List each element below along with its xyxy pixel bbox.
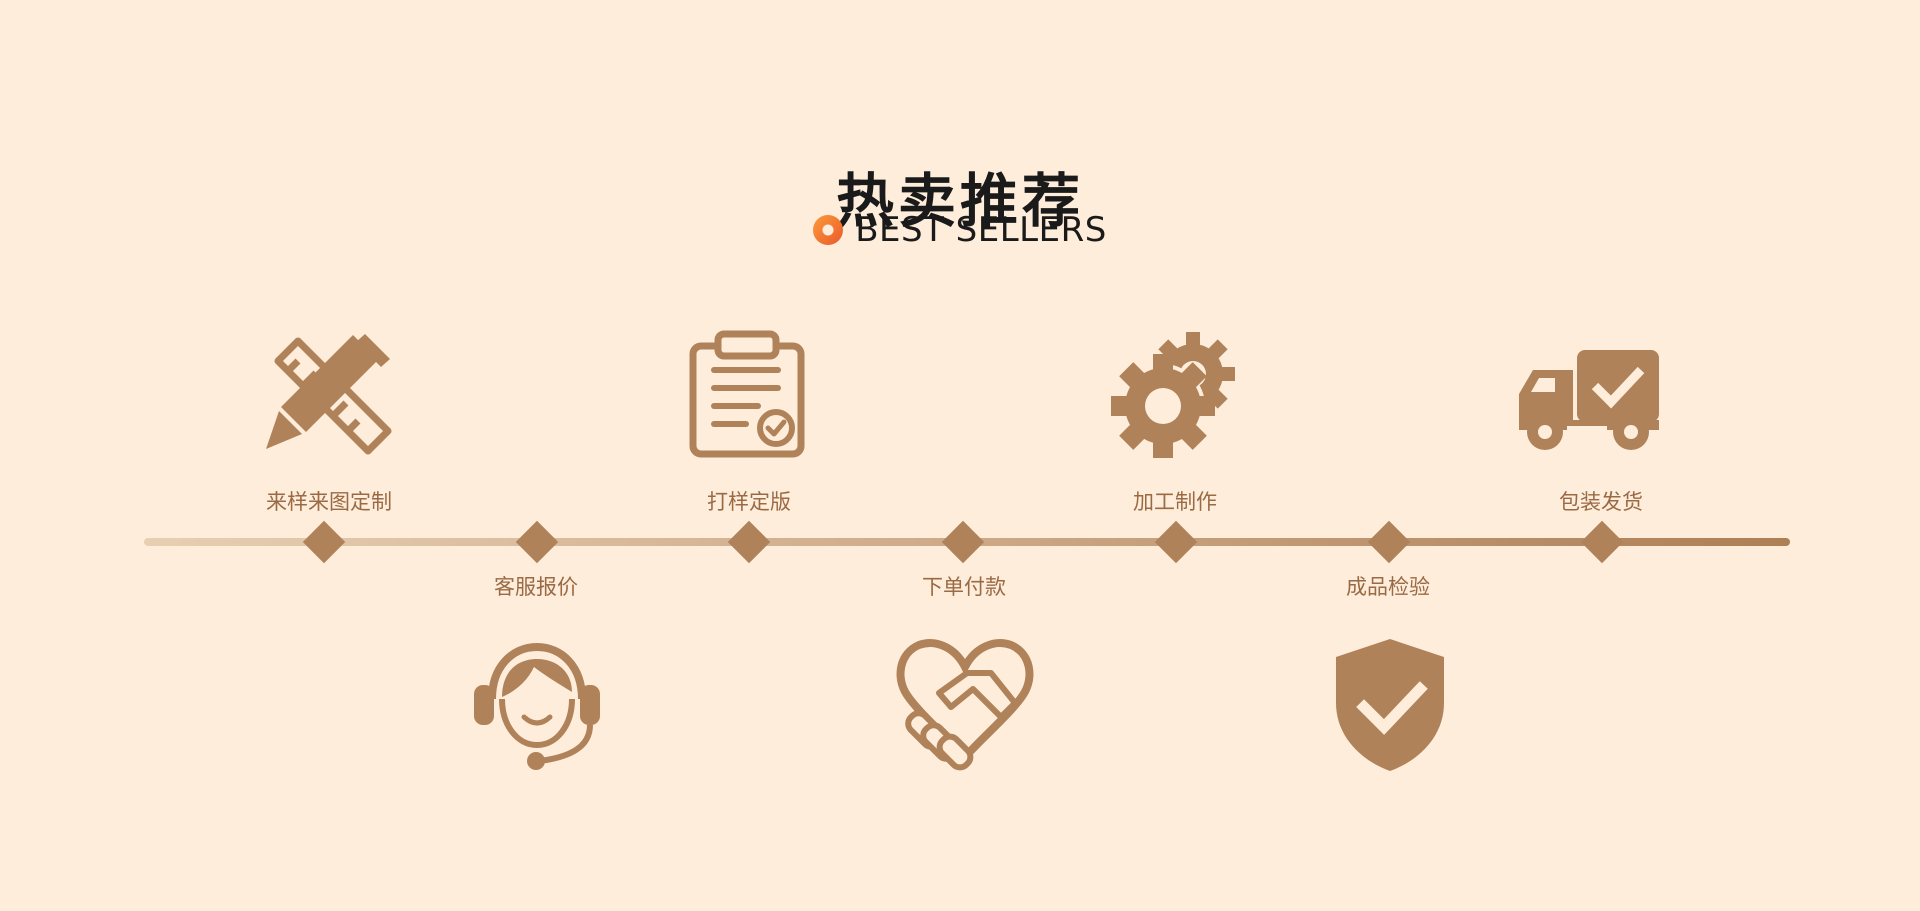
step-label-6: 成品检验 bbox=[1346, 575, 1430, 599]
timeline-node-6 bbox=[1367, 520, 1411, 564]
gears-icon bbox=[1111, 332, 1235, 458]
step-label-4: 下单付款 bbox=[922, 575, 1006, 599]
step-label-1: 来样来图定制 bbox=[266, 490, 392, 514]
design-pencil-ruler-icon bbox=[266, 334, 392, 455]
shield-check-icon bbox=[1336, 639, 1444, 771]
customer-service-headset-icon bbox=[474, 642, 600, 770]
timeline-node-5 bbox=[1154, 520, 1198, 564]
step-label-5: 加工制作 bbox=[1133, 490, 1217, 514]
timeline-node-4 bbox=[941, 520, 985, 564]
handshake-heart-icon bbox=[896, 639, 1034, 771]
step-label-2: 客服报价 bbox=[494, 575, 578, 599]
subtitle-dot-icon bbox=[813, 215, 844, 245]
subtitle: BEST SELLERS bbox=[0, 210, 1920, 250]
step-label-3: 打样定版 bbox=[707, 490, 791, 514]
page-title: 热卖推荐 bbox=[835, 166, 1084, 235]
timeline-node-3 bbox=[727, 520, 771, 564]
timeline-node-2 bbox=[515, 520, 559, 564]
timeline-node-7 bbox=[1580, 520, 1624, 564]
timeline-node-1 bbox=[302, 520, 346, 564]
step-label-7: 包装发货 bbox=[1559, 490, 1643, 514]
clipboard-check-icon bbox=[689, 330, 805, 458]
subtitle-text: BEST SELLERS bbox=[855, 210, 1107, 250]
delivery-truck-icon bbox=[1519, 350, 1659, 450]
